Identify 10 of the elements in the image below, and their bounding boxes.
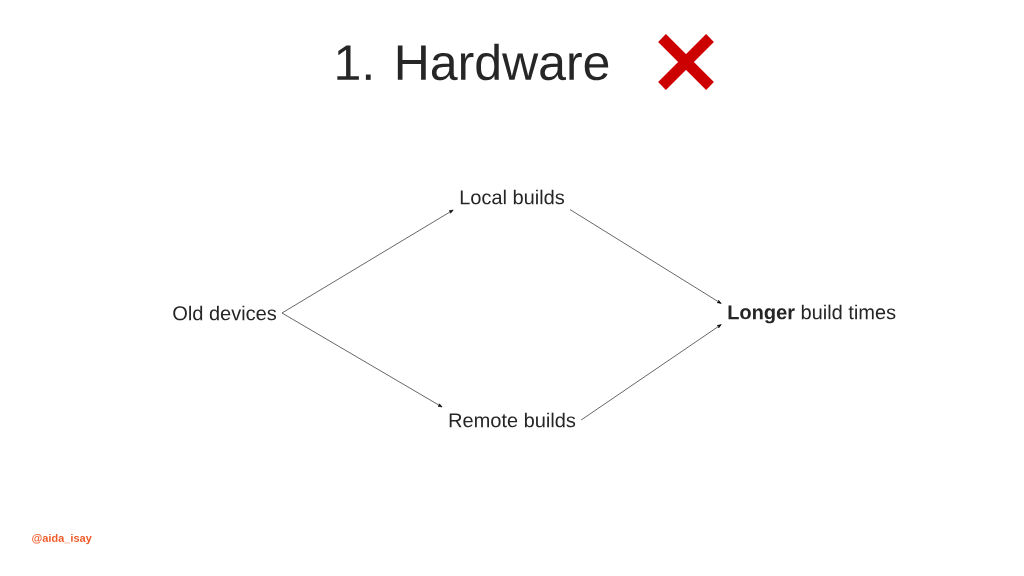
handle-text: @aida_isay [32, 533, 92, 545]
arrow [281, 312, 443, 408]
arrow [580, 324, 722, 421]
arrow [569, 209, 722, 304]
title: 1. Hardware [337, 43, 609, 81]
arrow [281, 209, 454, 314]
node-text: Local builds [460, 189, 565, 205]
node-text: Remote builds [449, 412, 576, 428]
node-text: Old devices [173, 305, 277, 321]
node-text: Longer build times [728, 304, 896, 324]
